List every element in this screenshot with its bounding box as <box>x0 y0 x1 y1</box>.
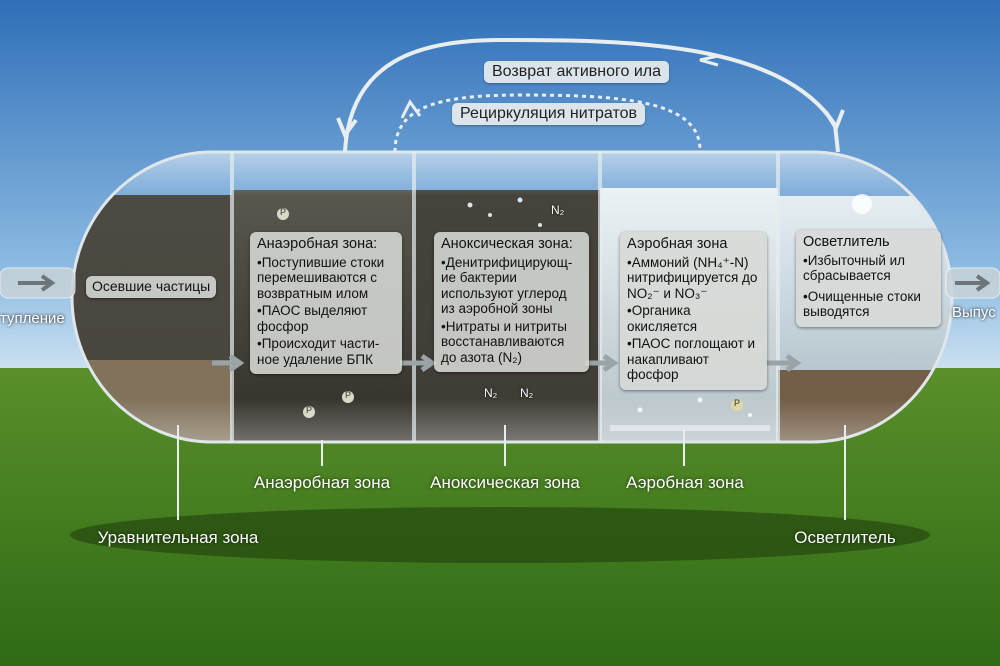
inflow-label: тупление <box>0 310 65 327</box>
flow-arrow-1 <box>212 353 245 373</box>
outflow-arrow <box>955 274 991 292</box>
bubble <box>517 197 523 203</box>
p-particle <box>731 399 743 411</box>
bubble <box>637 407 643 413</box>
anaerobic-item: •ПАОС выделяют фосфор <box>257 303 368 334</box>
p-letter: P <box>306 405 313 415</box>
return-sludge-label: Возврат активного ила <box>484 61 670 83</box>
nitrate-recirc-arc <box>393 93 702 153</box>
anoxic-zone-label: Аноксическая зона <box>430 473 580 492</box>
inflow-arrow <box>18 274 56 292</box>
p-particle <box>342 391 354 403</box>
clarifier-item: •Избыточный ил сбрасывается <box>803 252 906 284</box>
flow-arrow-3 <box>585 353 619 373</box>
anaerobic-zone-label: Анаэробная зона <box>253 473 391 492</box>
aerobic-info-box: Аэробная зона •Аммоний (NH₄⁺-N) нитрифиц… <box>620 232 767 390</box>
anaerobic-title: Анаэробная зона: <box>257 236 378 252</box>
aerobic-item: •ПАОС поглощают и накапливают фосфор <box>627 336 756 382</box>
equalization-zone-label: Уравнительная зона <box>97 528 259 547</box>
bubble <box>467 202 473 208</box>
anoxic-info-box: Аноксическая зона: •Денитрифицирующ-ие б… <box>434 232 589 372</box>
anoxic-item: •Денитрифицирующ-ие бактерии используют … <box>441 254 573 317</box>
p-particle <box>277 208 289 220</box>
return-sludge-arc <box>343 37 840 153</box>
settled-particles-label: Осевшие частицы <box>86 276 217 298</box>
n2-label: N₂ <box>484 386 498 400</box>
bubble <box>538 223 542 227</box>
outflow-label: Выпус <box>952 304 996 321</box>
p-particle <box>303 406 315 418</box>
p-letter: P <box>280 207 287 217</box>
aerobic-zone-label: Аэробная зона <box>626 473 744 492</box>
aerobic-item: •Аммоний (NH₄⁺-N) нитрифицируется до NO₂… <box>627 254 758 301</box>
recirc-arrowhead <box>400 99 422 119</box>
anoxic-item: •Нитраты и нитриты восстанавливаются до … <box>441 318 567 365</box>
sun-glint <box>852 194 872 214</box>
aerobic-title: Аэробная зона <box>627 236 728 252</box>
clarifier-item: •Очищенные стоки выводятся <box>803 288 921 320</box>
bubble <box>488 213 492 217</box>
tank-shadow <box>70 507 930 563</box>
clarifier-zone-label: Осветлитель <box>794 528 896 547</box>
flow-arrow-2 <box>400 353 437 373</box>
clarifier-info-box: Осветлитель •Избыточный ил сбрасывается … <box>796 230 941 327</box>
n2-label: N₂ <box>520 386 534 400</box>
anaerobic-info-box: Анаэробная зона: •Поступившие стоки пере… <box>250 232 402 374</box>
return-arrowhead-left <box>336 117 358 140</box>
bubble <box>748 413 752 417</box>
n2-label: N₂ <box>551 203 565 217</box>
anaerobic-item: •Поступившие стоки перемешиваются с возв… <box>257 254 385 301</box>
return-arrowhead-right <box>824 109 845 133</box>
p-letter: P <box>345 390 352 400</box>
nitrate-recirc-label: Рециркуляция нитратов <box>452 103 645 125</box>
bubble <box>697 397 703 403</box>
aerobic-item: •Органика окисляется <box>627 303 698 334</box>
p-letter: P <box>734 398 741 408</box>
clarifier-title: Осветлитель <box>803 234 890 250</box>
anaerobic-item: •Происходит части-ное удаление БПК <box>257 336 380 367</box>
flow-arrow-4 <box>765 353 802 373</box>
return-arrowhead-mid <box>699 54 719 67</box>
anoxic-title: Аноксическая зона: <box>441 236 573 252</box>
